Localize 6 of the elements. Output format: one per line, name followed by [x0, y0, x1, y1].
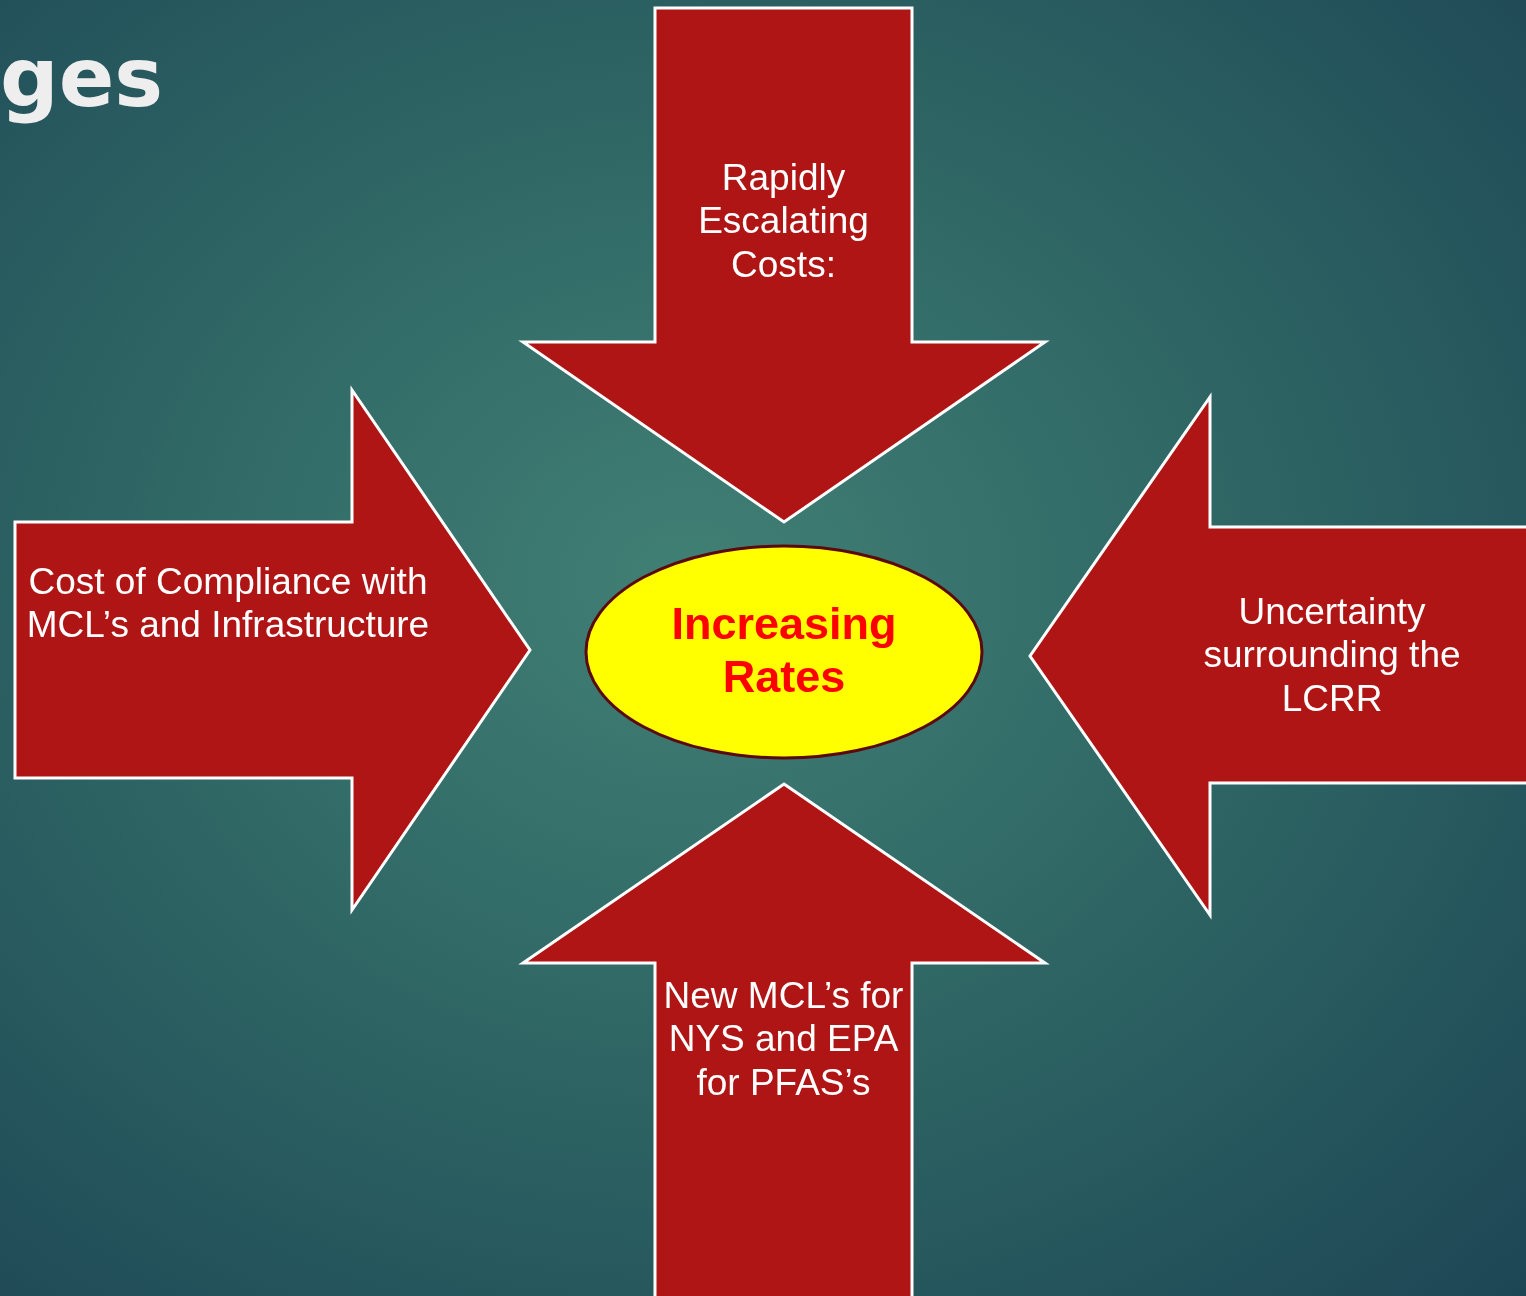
node-text: Uncertainty surrounding the LCRR — [1202, 590, 1462, 720]
node-text: New MCL’s for NYS and EPA for PFAS’s — [662, 974, 905, 1104]
node-text: Increasing Rates — [670, 598, 898, 704]
title: ges — [0, 30, 164, 125]
node-text: Cost of Compliance with MCL’s and Infrastructure — [25, 560, 431, 647]
node-text: Rapidly Escalating Costs: — [697, 156, 870, 286]
